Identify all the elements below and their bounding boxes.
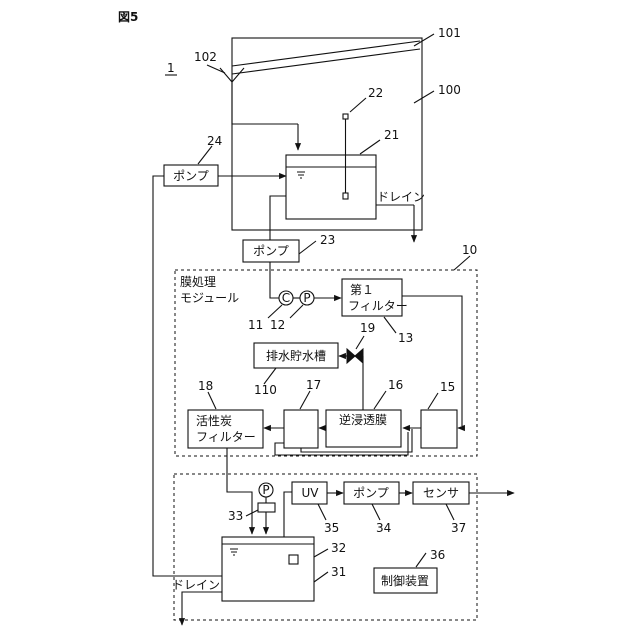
- leader-10: [454, 256, 470, 270]
- ref-101: 101: [438, 26, 461, 40]
- ref-31: 31: [331, 565, 346, 579]
- ref-33: 33: [228, 509, 243, 523]
- first-filter-13-line2: フィルター: [348, 299, 408, 313]
- ref-22: 22: [368, 86, 383, 100]
- leader-23: [299, 241, 316, 254]
- line-pump23-to-c: [270, 262, 279, 298]
- leader-11: [268, 305, 282, 318]
- sensor-37-label: センサ: [423, 486, 459, 500]
- first-filter-13-line1: 第１: [350, 283, 374, 297]
- ref-21: 21: [384, 128, 399, 142]
- ref-23: 23: [320, 233, 335, 247]
- leader-32: [314, 549, 328, 557]
- ref-18: 18: [198, 379, 213, 393]
- ref-100: 100: [438, 83, 461, 97]
- leader-24: [198, 146, 212, 164]
- controller-36-label: 制御装置: [381, 573, 429, 588]
- carbon-filter-18-line2: フィルター: [196, 430, 256, 444]
- tank-21: [286, 155, 376, 219]
- line-filter13-to-box15: [402, 296, 462, 426]
- leader-15: [428, 393, 438, 409]
- system-ref: 1: [167, 61, 175, 75]
- ref-102: 102: [194, 50, 217, 64]
- waste-water-tank-110-label: 排水貯水槽: [266, 349, 326, 363]
- pump-34-label: ポンプ: [353, 486, 389, 500]
- p-sensor-33-body: [258, 503, 275, 512]
- uv-35-label: UV: [302, 486, 320, 500]
- ref-34: 34: [376, 521, 391, 535]
- box-15: [421, 410, 457, 448]
- module-title-line2: モジュール: [180, 291, 239, 305]
- carbon-filter-18-line1: 活性炭: [196, 414, 232, 428]
- ref-110: 110: [254, 383, 277, 397]
- leader-31: [314, 572, 328, 582]
- ref-11: 11: [248, 318, 263, 332]
- figure-label: 図5: [118, 10, 138, 24]
- ref-19: 19: [360, 321, 375, 335]
- ref-16: 16: [388, 378, 403, 392]
- ref-24: 24: [207, 134, 222, 148]
- ref-15: 15: [440, 380, 455, 394]
- sensor-22-float: [343, 193, 348, 199]
- leader-102: [207, 65, 225, 73]
- ref-12: 12: [270, 318, 285, 332]
- leader-37: [446, 504, 454, 520]
- reverse-osmosis-16-label: 逆浸透膜: [339, 412, 387, 427]
- box-17: [284, 410, 318, 448]
- module-title-line1: 膜処理: [180, 275, 216, 289]
- pump-24-label: ポンプ: [173, 169, 209, 183]
- leader-35: [318, 504, 326, 520]
- ref-17: 17: [306, 378, 321, 392]
- leader-36: [416, 553, 426, 567]
- leader-34: [372, 504, 380, 520]
- p-sensor-12-symbol: P: [303, 291, 310, 305]
- valve-19: [347, 349, 363, 363]
- line-tank31-to-uv: [284, 492, 292, 537]
- ref-10: 10: [462, 243, 477, 257]
- return-line-from-tank-31: [153, 176, 222, 576]
- c-sensor-11-symbol: C: [282, 291, 290, 305]
- p-sensor-33-symbol: P: [262, 483, 269, 497]
- ref-35: 35: [324, 521, 339, 535]
- leader-13: [384, 317, 396, 333]
- pump-23-label: ポンプ: [253, 244, 289, 258]
- ref-36: 36: [430, 548, 445, 562]
- leader-110: [264, 368, 276, 384]
- leader-17: [300, 391, 310, 409]
- ref-32: 32: [331, 541, 346, 555]
- leader-12: [290, 305, 303, 318]
- leader-16: [374, 391, 386, 409]
- tank-31: [222, 537, 314, 601]
- level-sensor-32: [289, 555, 298, 564]
- drain-label-31: ドレイン: [172, 578, 220, 592]
- ref-37: 37: [451, 521, 466, 535]
- leader-18: [208, 392, 216, 409]
- drain-label-100: ドレイン: [377, 190, 425, 204]
- ref-13: 13: [398, 331, 413, 345]
- sensor-22-top: [343, 114, 348, 119]
- leader-19: [356, 336, 364, 349]
